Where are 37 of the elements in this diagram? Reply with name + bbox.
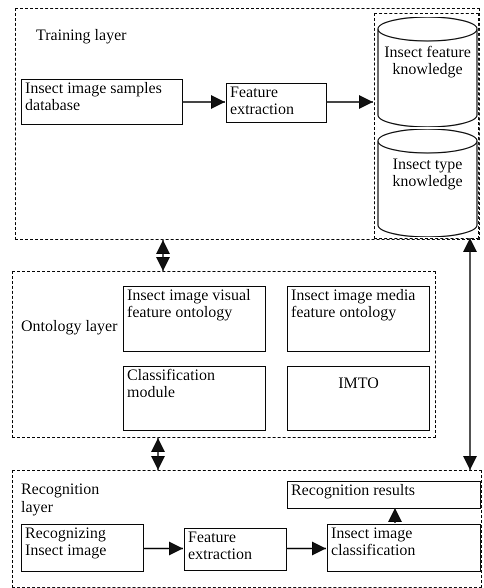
arrow [286,542,326,556]
layer-panel [12,271,436,438]
arrow [182,95,225,109]
process-box [123,286,266,352]
box-label: Feature extraction [230,85,295,119]
arrow [463,238,477,470]
box-label: Insect image visual feature ontology [127,288,252,322]
layer-panel [12,470,482,588]
group-frame [374,13,479,239]
layer-title: Ontology layer [21,318,118,336]
process-box [184,528,287,571]
box-label: Recognition results [291,483,416,500]
arrow [326,95,373,109]
process-box [226,83,327,123]
arrow [151,438,165,470]
box-label: IMTO [337,376,380,393]
cylinder-label: Insect type knowledge [391,157,464,191]
process-box [287,481,481,509]
process-box [21,524,144,572]
layer-panel [15,8,480,240]
box-label: Classification module [127,368,216,402]
process-box [21,79,183,125]
layer-title: Training layer [36,27,127,45]
arrow [156,240,170,271]
process-box [287,366,430,431]
box-label: Insect image samples database [25,81,163,115]
process-box [287,286,430,352]
arrow [143,542,183,556]
process-box [123,366,266,431]
box-label: Insect image classification [331,526,416,560]
layer-title: Recognition layer [21,481,100,516]
arrow [388,508,402,523]
cylinder-label: Insect feature knowledge [383,45,472,79]
box-label: Feature extraction [188,530,253,564]
box-label: Insect image media feature ontology [291,288,416,322]
process-box [327,524,481,572]
box-label: Recognizing Insect image [25,526,108,560]
